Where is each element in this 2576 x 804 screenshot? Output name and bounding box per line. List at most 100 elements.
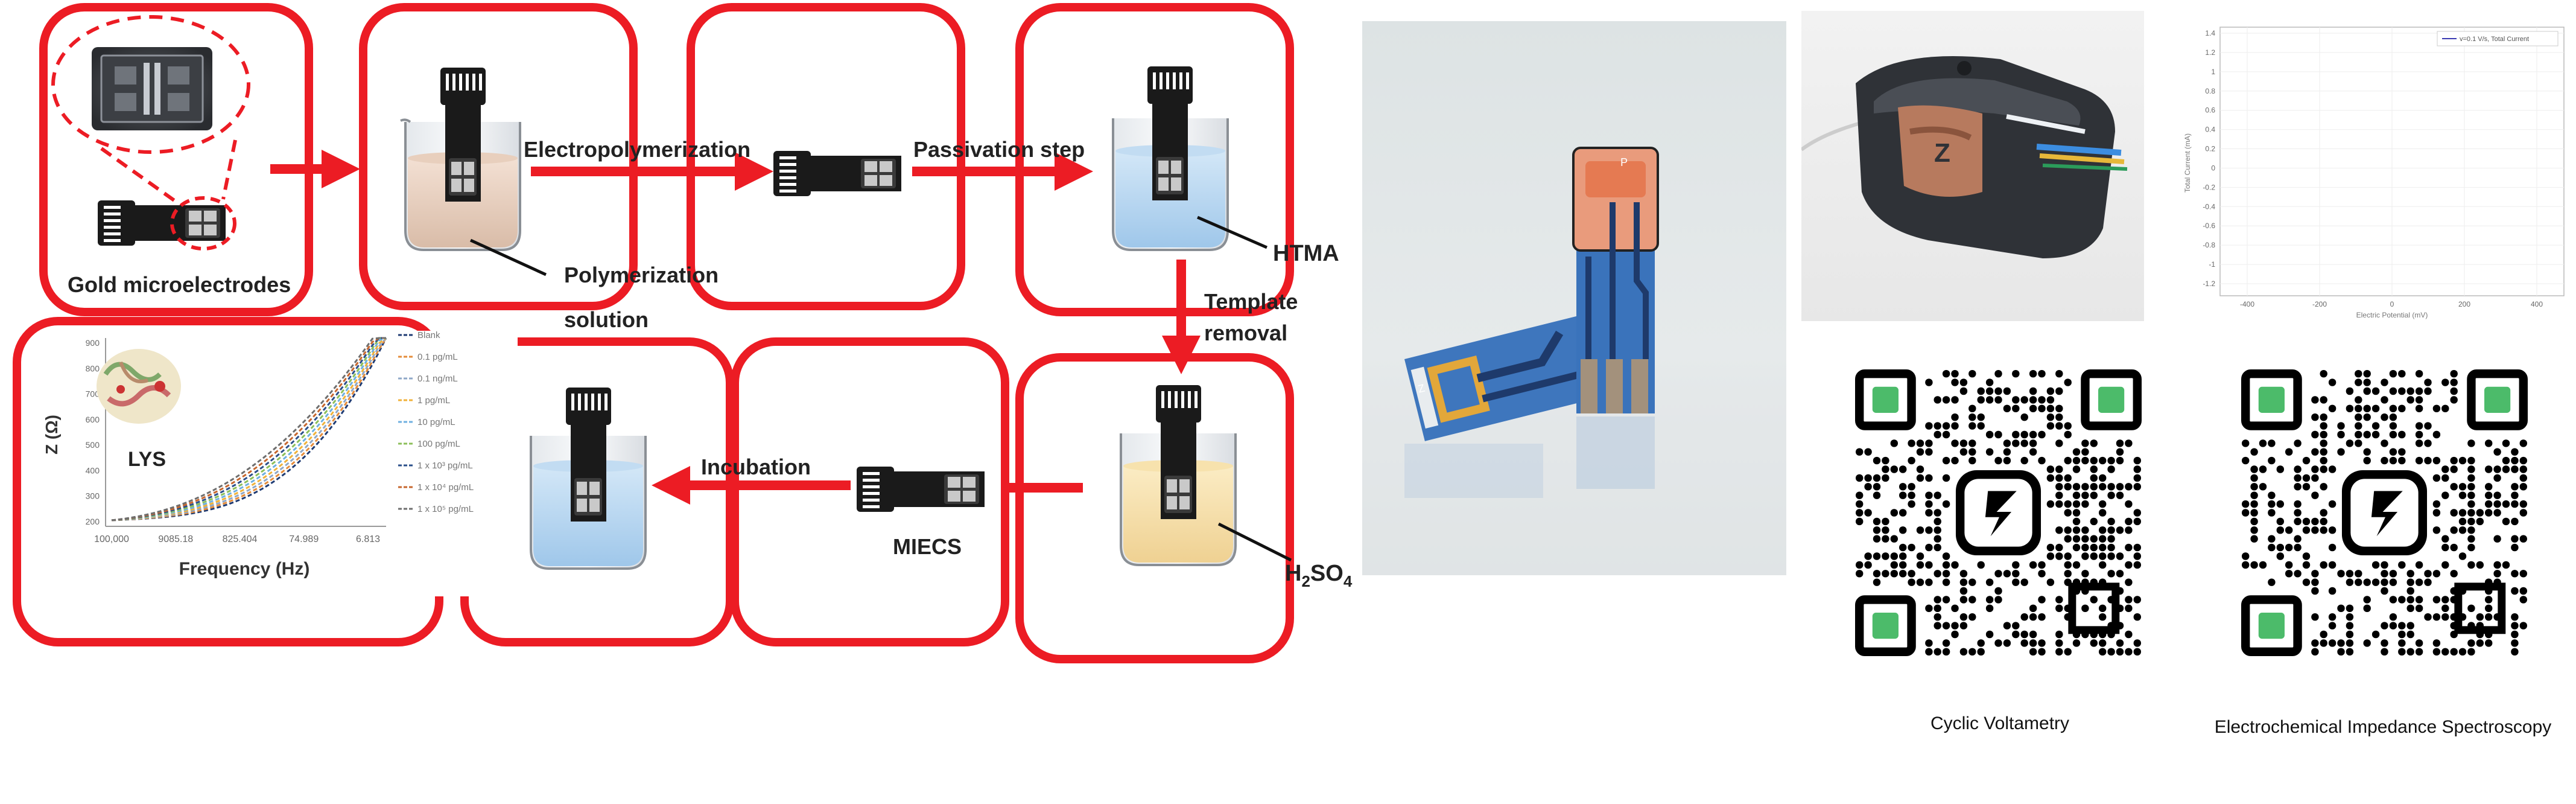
qr-module xyxy=(2055,422,2063,430)
qr-module xyxy=(2441,491,2449,499)
qr-module xyxy=(2250,526,2258,534)
qr-module xyxy=(2038,639,2046,647)
qr-module xyxy=(2081,448,2089,456)
qr-module xyxy=(1864,552,1872,560)
qr-module xyxy=(2458,526,2467,534)
qr-module xyxy=(1985,396,1994,404)
qr-module xyxy=(1873,526,1881,534)
qr-module xyxy=(2012,630,2020,639)
qr-module xyxy=(2424,387,2432,395)
qr-code-eis[interactable] xyxy=(2241,369,2528,656)
beaker-h2so4 xyxy=(1120,385,1292,566)
qr-module xyxy=(1934,570,1941,578)
qr-module xyxy=(1959,622,1968,630)
qr-module xyxy=(2046,552,2055,560)
qr-module xyxy=(1934,622,1941,630)
cv-x-tick: 400 xyxy=(2531,300,2543,308)
qr-module xyxy=(2493,570,2501,578)
qr-module xyxy=(2441,465,2449,473)
qr-module xyxy=(2363,404,2371,412)
qr-finder-outer xyxy=(1855,369,1916,430)
qr-module xyxy=(2519,465,2527,473)
qr-module xyxy=(1951,413,1959,421)
qr-module xyxy=(2519,570,2527,578)
qr-module xyxy=(2406,578,2414,586)
eis-legend-entry: Blank xyxy=(417,330,440,340)
qr-module xyxy=(2038,613,2046,621)
qr-module xyxy=(2450,370,2458,378)
cv-y-tick: 1 xyxy=(2211,68,2215,76)
qr-module xyxy=(2355,396,2362,404)
qr-module xyxy=(1934,543,1941,552)
protein-structure-image xyxy=(97,349,181,424)
qr-module xyxy=(1977,648,1985,656)
qr-module xyxy=(2099,639,2107,647)
qr-module xyxy=(2133,613,2141,621)
qr-module xyxy=(1908,570,1915,578)
qr-module xyxy=(2519,474,2527,482)
qr-module xyxy=(2072,561,2081,569)
qr-module xyxy=(2320,465,2327,473)
qr-module xyxy=(2081,535,2089,543)
qr-module xyxy=(2125,561,2133,569)
qr-module xyxy=(2519,622,2527,630)
qr-module xyxy=(2398,448,2406,456)
qr-module xyxy=(2250,491,2258,499)
qr-module xyxy=(2268,578,2276,586)
qr-module xyxy=(2320,483,2327,491)
qr-module xyxy=(2294,509,2302,517)
qr-module xyxy=(1890,439,1898,447)
qr-module xyxy=(2346,604,2354,612)
qr-module xyxy=(2250,474,2258,482)
qr-module xyxy=(2107,535,2115,543)
qr-module xyxy=(2133,648,2141,656)
qr-module xyxy=(2038,404,2046,412)
label-gold-microelectrodes: Gold microelectrodes xyxy=(68,272,291,297)
qr-module xyxy=(2493,509,2501,517)
qr-module xyxy=(2125,578,2133,586)
qr-module xyxy=(1959,570,1968,578)
qr-module xyxy=(2116,526,2124,534)
qr-module xyxy=(2493,491,2501,499)
qr-module xyxy=(1942,474,1950,482)
qr-module xyxy=(2458,456,2467,465)
cv-y-label: Total Current (mA) xyxy=(2183,133,2192,193)
qr-module xyxy=(2432,639,2441,647)
qr-module xyxy=(2406,570,2414,578)
qr-module xyxy=(1994,596,2002,604)
eis-curve xyxy=(111,337,386,522)
qr-module xyxy=(2276,465,2284,473)
qr-module xyxy=(2328,639,2336,647)
qr-module xyxy=(1873,483,1881,491)
qr-module xyxy=(2242,561,2250,569)
qr-module xyxy=(2020,413,2028,421)
qr-module xyxy=(2415,439,2423,447)
qr-module xyxy=(1934,509,1941,517)
qr-module xyxy=(2081,526,2089,534)
qr-module xyxy=(1882,552,1889,560)
vertical-sensor-strip: P xyxy=(1572,147,1659,413)
qr-module xyxy=(2415,561,2423,569)
qr-module xyxy=(2276,543,2284,552)
qr-module xyxy=(2072,639,2081,647)
qr-module xyxy=(2398,596,2406,604)
qr-module xyxy=(2133,474,2141,482)
qr-module xyxy=(2467,517,2475,526)
qr-module xyxy=(1916,578,1924,586)
qr-finder-outer xyxy=(2467,369,2528,430)
qr-module xyxy=(2012,430,2020,439)
label-miecs: MIECS xyxy=(893,534,962,559)
qr-module xyxy=(2311,526,2319,534)
qr-module xyxy=(2415,596,2423,604)
qr-module xyxy=(2125,630,2133,639)
qr-module xyxy=(2090,483,2098,491)
qr-code-cyclic-voltametry[interactable] xyxy=(1855,369,2142,656)
qr-module xyxy=(1925,526,1933,534)
qr-module xyxy=(1934,396,1941,404)
qr-module xyxy=(2242,439,2250,447)
qr-module xyxy=(1916,561,1924,569)
qr-module xyxy=(2476,509,2484,517)
label-lys: LYS xyxy=(128,448,166,471)
qr-module xyxy=(2046,422,2055,430)
qr-module xyxy=(2107,517,2115,526)
